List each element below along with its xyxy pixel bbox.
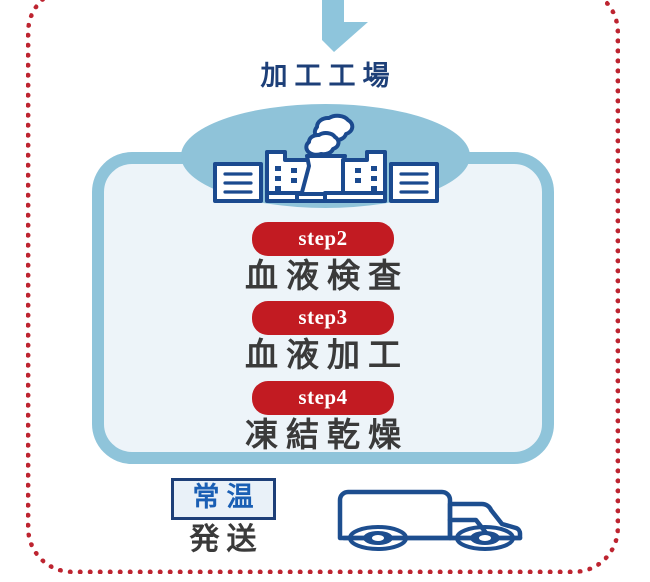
down-arrow-icon <box>306 0 370 54</box>
truck-wheel <box>348 525 408 551</box>
step-badge: step2 <box>252 222 394 256</box>
page-title: 加工工場 <box>260 61 397 92</box>
step-badge: step4 <box>252 380 394 415</box>
shipping-label: 発送 <box>189 522 264 558</box>
step-label: 血液検査 <box>245 256 409 295</box>
factory-badge <box>181 104 470 208</box>
step-item: step3 血液加工 <box>92 301 554 374</box>
temperature-badge: 常温 <box>170 478 276 521</box>
delivery-truck-icon <box>330 480 528 552</box>
factory-icon <box>205 110 447 204</box>
step-label: 血液加工 <box>245 335 409 375</box>
step-badge: step3 <box>252 301 394 336</box>
shipping-row: 常温 発送 <box>92 478 554 570</box>
truck-wheel <box>455 525 515 551</box>
shipping-text-group: 常温 発送 <box>150 478 296 557</box>
steps-list: step2 血液検査 step3 血液加工 step4 凍結乾燥 <box>92 222 554 460</box>
step-item: step4 凍結乾燥 <box>92 380 554 454</box>
step-label: 凍結乾燥 <box>245 414 409 454</box>
step-item: step2 血液検査 <box>92 222 554 295</box>
